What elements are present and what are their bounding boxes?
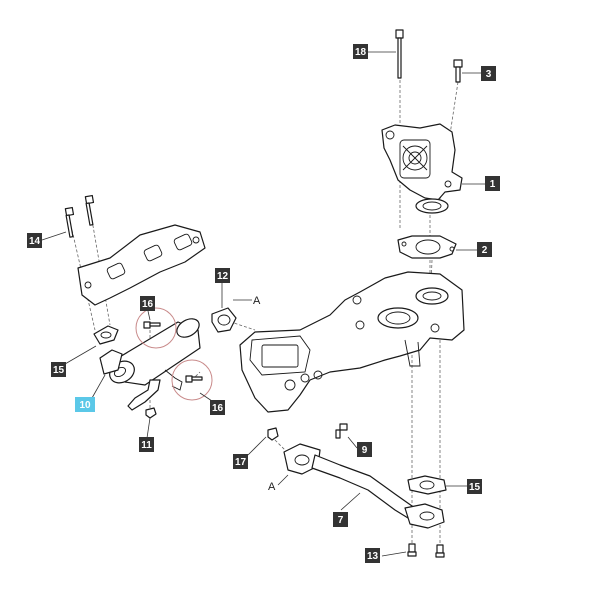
svg-text:1: 1 <box>490 179 496 190</box>
egr-pipe <box>283 443 445 529</box>
gasket-2 <box>397 235 457 259</box>
svg-text:12: 12 <box>217 271 229 282</box>
nut-17 <box>267 427 279 441</box>
reference-letter-a-lower: A <box>268 481 276 493</box>
svg-text:7: 7 <box>338 515 344 526</box>
bolt-9 <box>335 423 348 439</box>
svg-text:3: 3 <box>486 69 492 80</box>
callout-14: 14 <box>27 233 42 248</box>
bolt-18 <box>395 29 404 79</box>
callout-12: 12 <box>215 268 230 283</box>
callout-7: 7 <box>333 512 348 527</box>
callout-11: 11 <box>139 437 154 452</box>
svg-text:2: 2 <box>482 245 488 256</box>
reference-letter-a-upper: A <box>253 295 261 307</box>
leader-lines <box>41 51 485 557</box>
svg-text:16: 16 <box>212 403 224 414</box>
svg-text:13: 13 <box>367 551 379 562</box>
callout-10-highlighted: 10 <box>75 397 95 412</box>
svg-text:15: 15 <box>469 482 481 493</box>
egr-cooler <box>99 318 201 411</box>
gasket-15-left <box>93 325 119 345</box>
svg-text:15: 15 <box>53 365 65 376</box>
svg-text:17: 17 <box>235 457 247 468</box>
gasket-15-right <box>407 475 447 495</box>
callout-15-right: 15 <box>467 479 482 494</box>
callout-9: 9 <box>357 442 372 457</box>
highlight-rings <box>135 307 213 401</box>
bolt-3 <box>453 59 463 83</box>
callout-3: 3 <box>481 66 496 81</box>
bolts-16 <box>143 321 203 383</box>
callout-2: 2 <box>477 242 492 257</box>
egr-valve <box>381 123 463 214</box>
gasket-12 <box>211 307 237 333</box>
intake-housing <box>239 271 465 413</box>
callout-15-left: 15 <box>51 362 66 377</box>
callout-18: 18 <box>353 44 368 59</box>
svg-text:11: 11 <box>141 440 152 451</box>
nut-11 <box>145 407 157 419</box>
callout-16-upper: 16 <box>140 296 155 311</box>
svg-text:10: 10 <box>79 400 91 411</box>
callout-17: 17 <box>233 454 248 469</box>
svg-text:14: 14 <box>29 236 41 247</box>
callout-16-lower: 16 <box>210 400 225 415</box>
callout-1: 1 <box>485 176 500 191</box>
bolts-13 <box>407 543 445 558</box>
svg-text:18: 18 <box>355 47 367 58</box>
svg-text:16: 16 <box>142 299 154 310</box>
bolts-14 <box>64 194 95 238</box>
svg-text:9: 9 <box>362 445 368 456</box>
callout-13: 13 <box>365 548 380 563</box>
exhaust-flange <box>77 224 206 306</box>
